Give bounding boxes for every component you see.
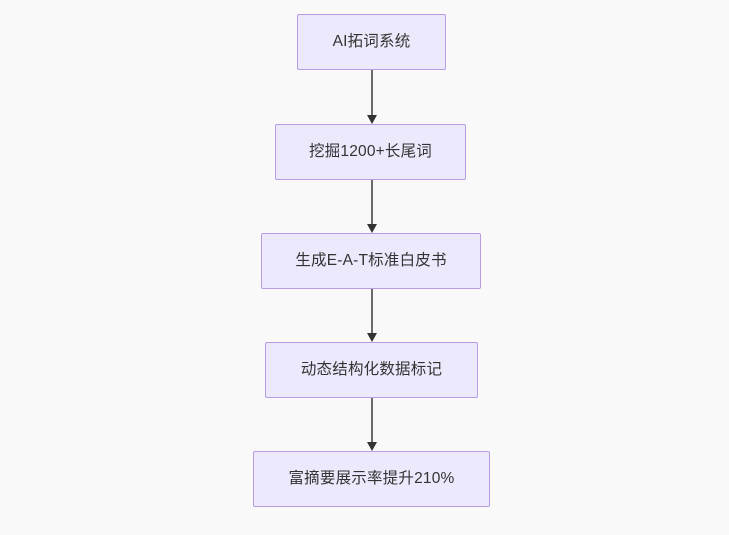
- flow-node-mine-longtail-keywords[interactable]: 挖掘1200+长尾词: [275, 124, 466, 180]
- arrowhead-icon: [366, 442, 377, 451]
- arrowhead-icon: [366, 333, 377, 342]
- flow-edge-4: [366, 398, 377, 451]
- flow-node-dynamic-structured-data-markup[interactable]: 动态结构化数据标记: [265, 342, 478, 398]
- flow-node-generate-eat-whitepaper[interactable]: 生成E-A-T标准白皮书: [261, 233, 481, 289]
- edge-line: [371, 70, 373, 116]
- edge-line: [371, 398, 373, 443]
- flow-node-ai-keyword-system[interactable]: AI拓词系统: [297, 14, 446, 70]
- flow-node-label: 挖掘1200+长尾词: [308, 142, 433, 160]
- flow-node-rich-snippet-rate-increase[interactable]: 富摘要展示率提升210%: [253, 451, 490, 507]
- flow-node-label: 动态结构化数据标记: [300, 360, 443, 378]
- arrowhead-icon: [366, 224, 377, 233]
- flow-node-label: AI拓词系统: [332, 32, 411, 50]
- flow-node-label: 生成E-A-T标准白皮书: [295, 251, 447, 269]
- edge-line: [371, 289, 373, 334]
- flow-edge-2: [366, 180, 377, 233]
- flow-edge-1: [366, 70, 377, 124]
- flow-edge-3: [366, 289, 377, 342]
- arrowhead-icon: [366, 115, 377, 124]
- edge-line: [371, 180, 373, 225]
- flow-node-label: 富摘要展示率提升210%: [288, 469, 455, 487]
